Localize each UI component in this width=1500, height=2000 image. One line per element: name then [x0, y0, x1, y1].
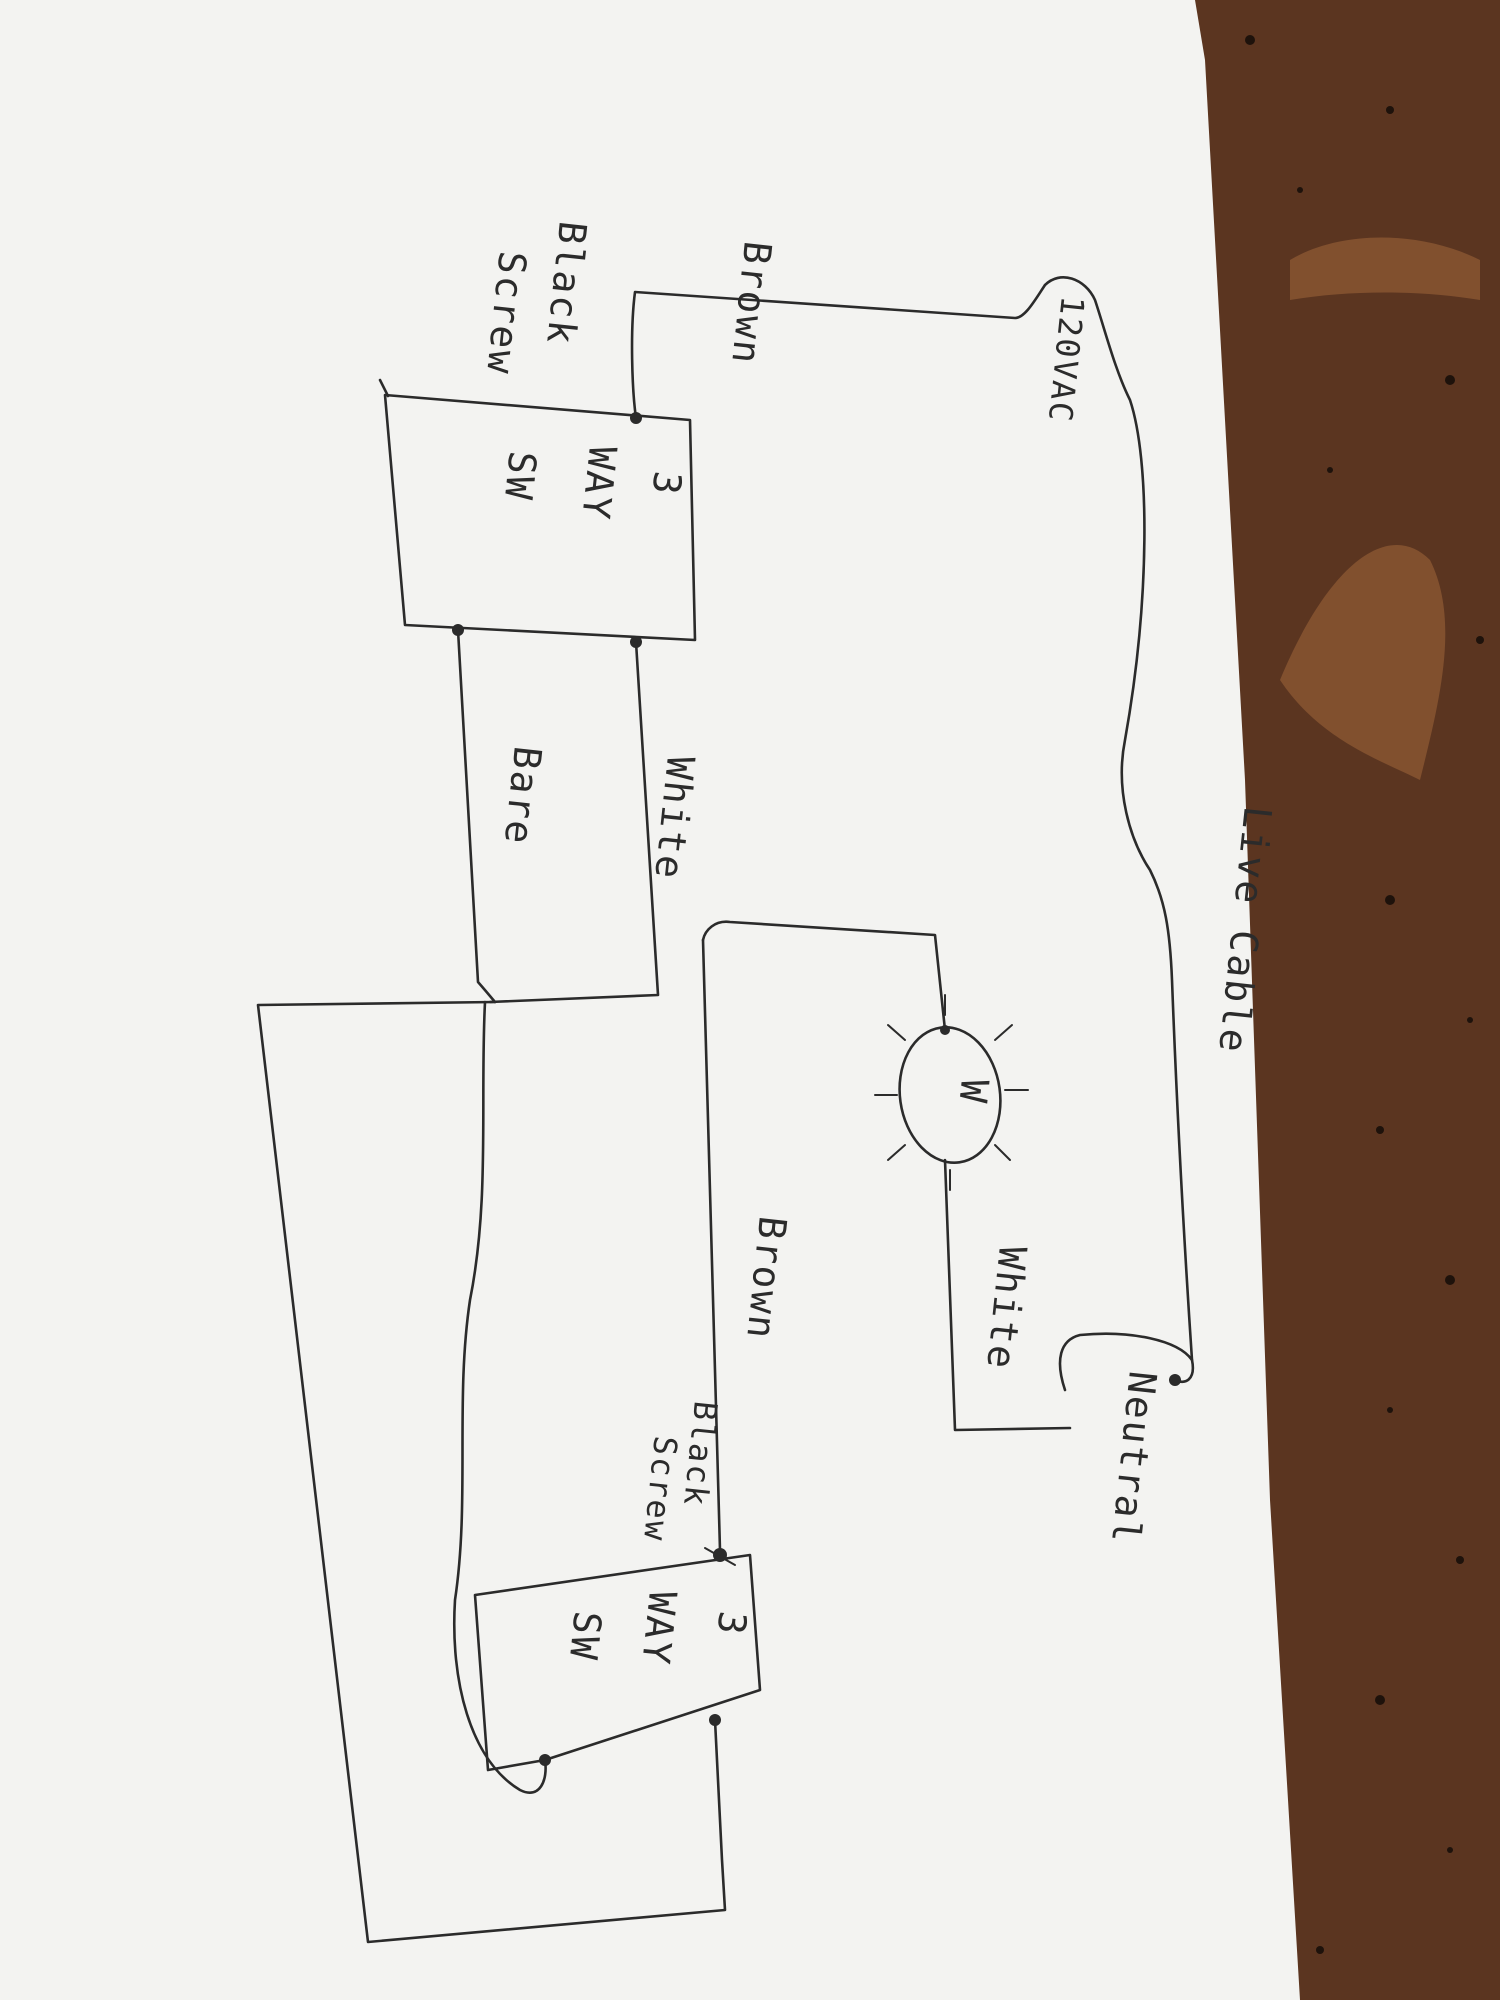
- wire-outer-loop: [256, 1000, 727, 1944]
- label-switch-top-1: 3: [643, 469, 689, 498]
- wiring-diagram: [256, 276, 1195, 1944]
- wire-brown-top: [630, 283, 1047, 420]
- wire-white-top: [488, 640, 660, 1004]
- wire-white-lamp: [943, 1158, 1072, 1432]
- live-cable-loop: [1043, 276, 1195, 1384]
- lamp-rays: [874, 994, 1029, 1191]
- wire-lamp-loop: [701, 920, 947, 1032]
- wire-brown-bottom: [701, 938, 722, 1552]
- labels: Brown Black Screw 3 WAY SW 120VAC White …: [478, 219, 1280, 1668]
- paper-sheet: [0, 0, 1300, 2000]
- switch-box-bottom: [473, 1553, 762, 1772]
- label-bare: Bare: [496, 744, 550, 848]
- label-lamp-w: W: [950, 1077, 996, 1106]
- label-switch-top-3: SW: [496, 449, 545, 503]
- lamp: [898, 1026, 1002, 1164]
- wire-inner: [453, 1000, 547, 1794]
- label-switch-bottom-2: WAY: [633, 1589, 685, 1668]
- switch-box-top: [383, 393, 697, 642]
- label-switch-top-2: WAY: [573, 444, 625, 523]
- label-switch-bottom-3: SW: [561, 1609, 610, 1663]
- wire-bare: [456, 628, 497, 1004]
- label-switch-bottom-1: 3: [708, 1609, 754, 1638]
